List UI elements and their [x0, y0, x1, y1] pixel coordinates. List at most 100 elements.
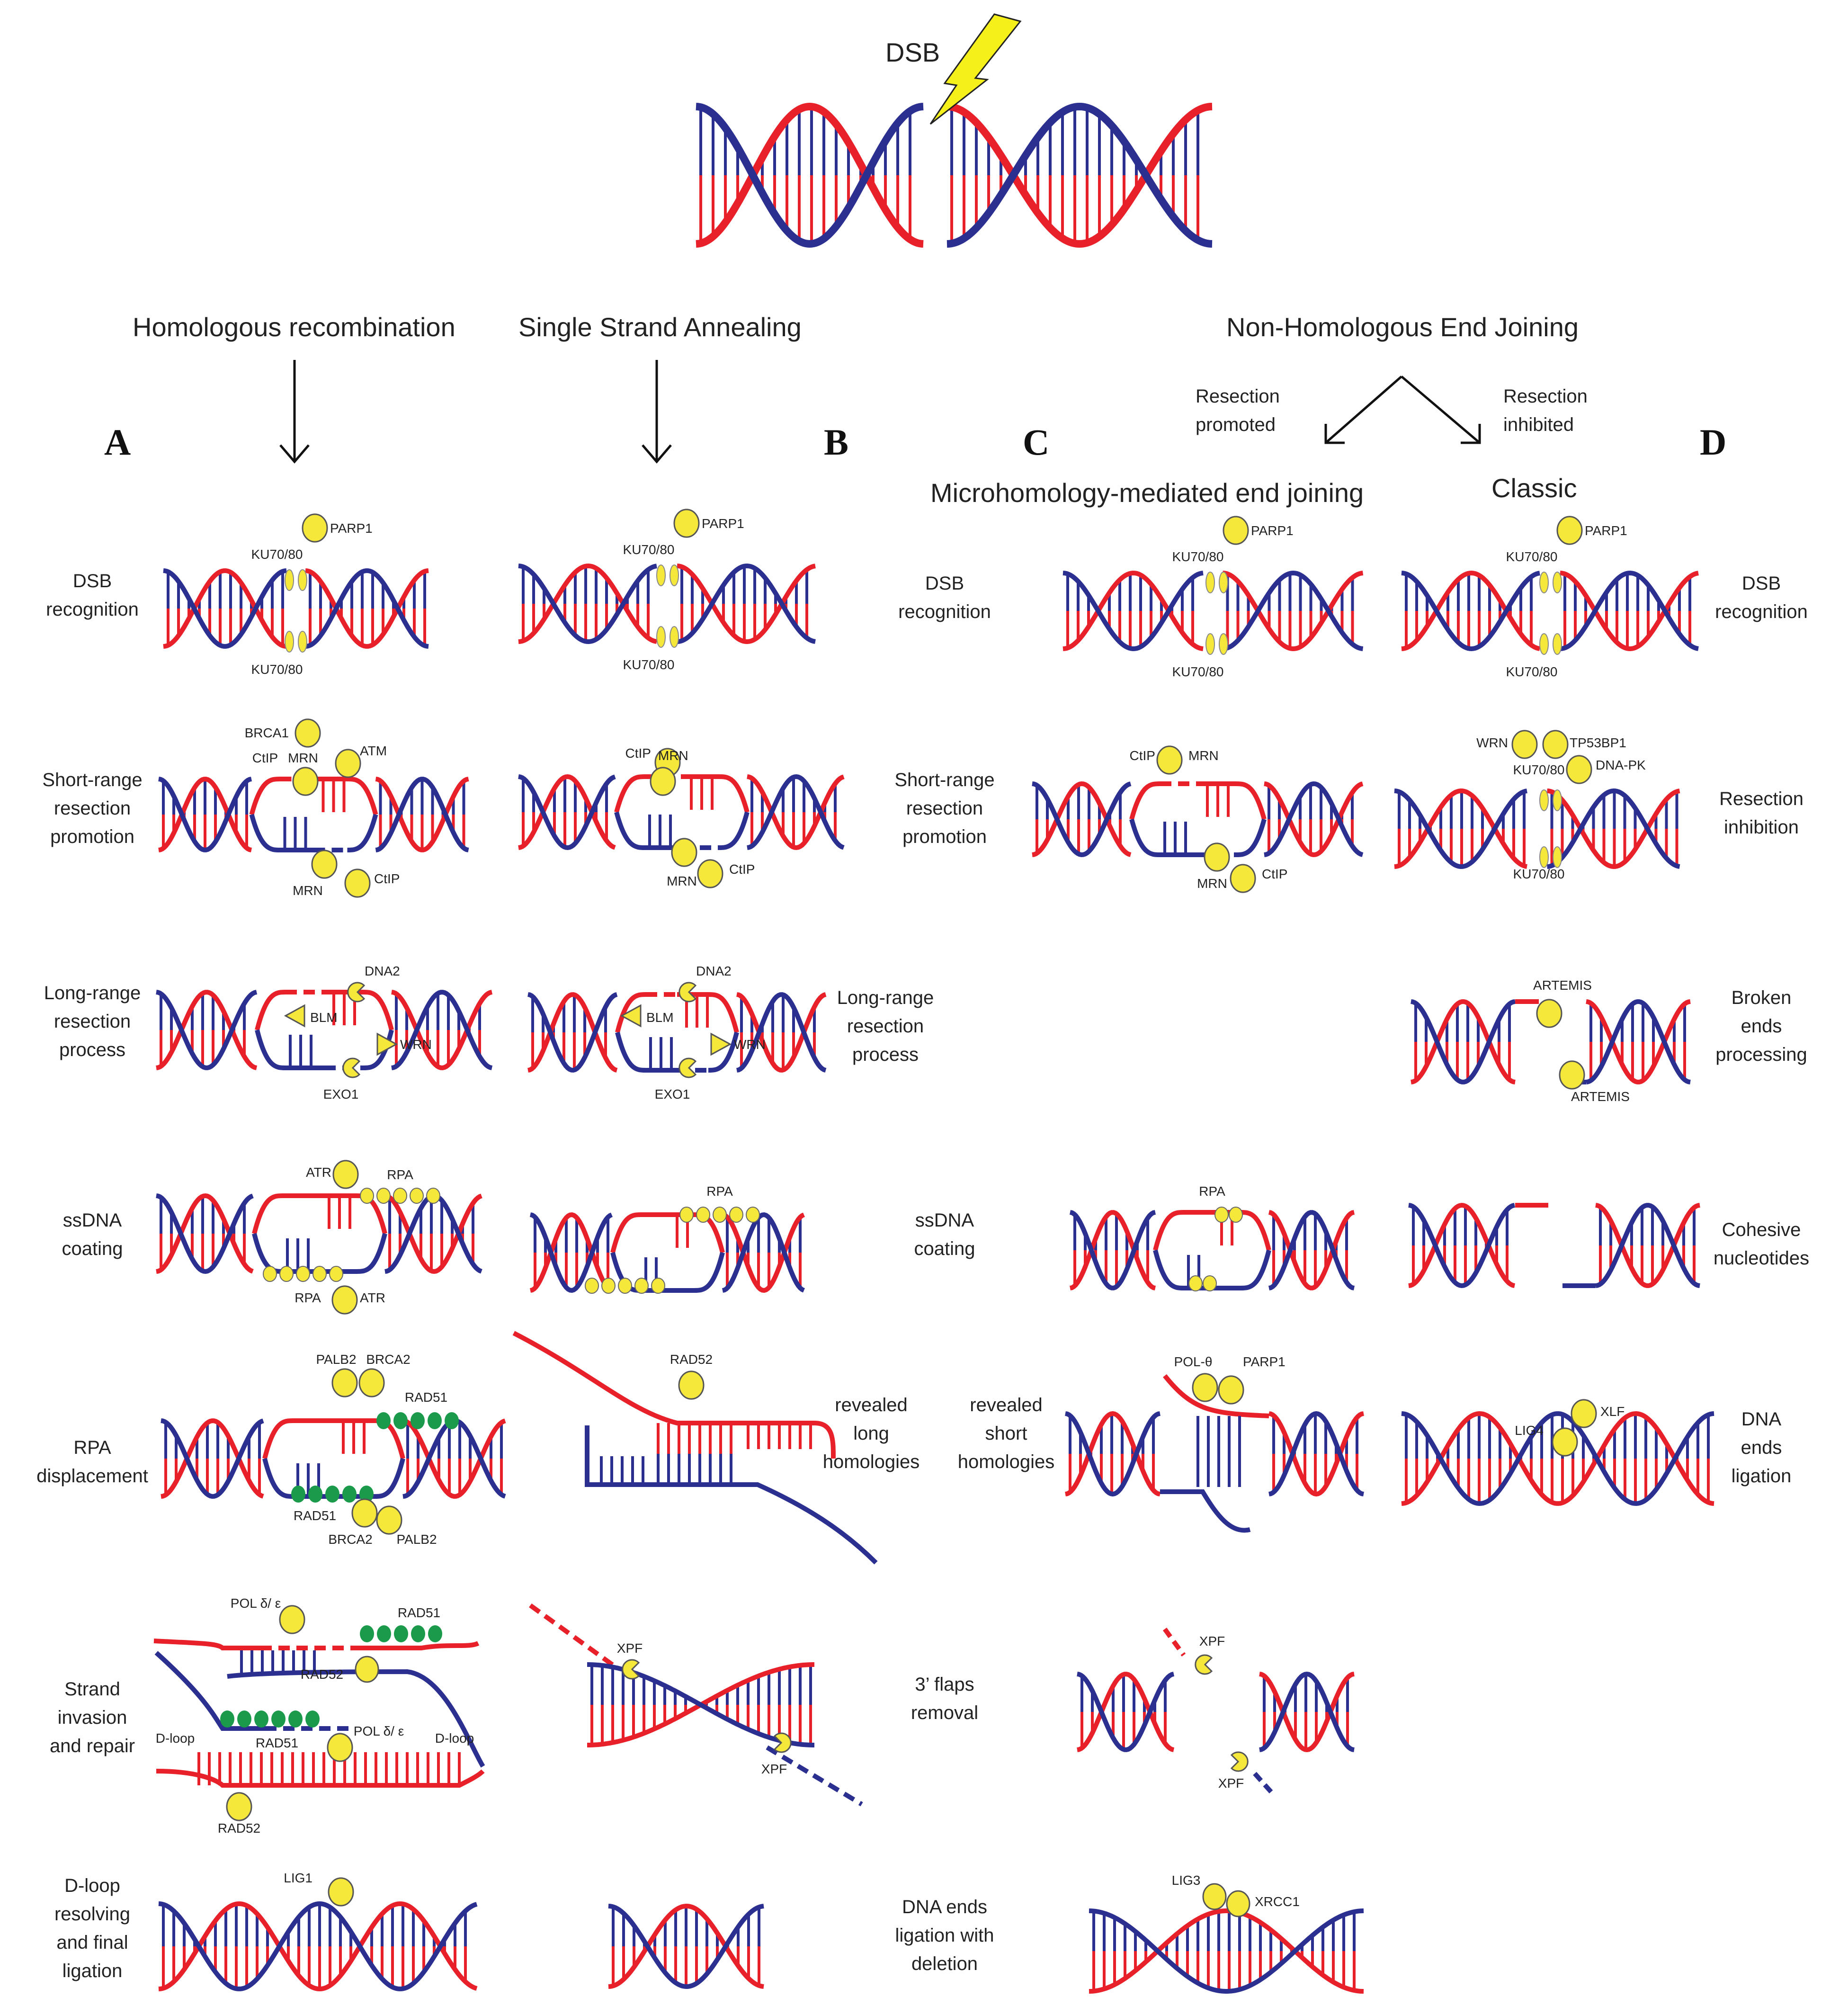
rpa-unit — [696, 1207, 710, 1223]
hr-step-label-1-line: promotion — [50, 826, 134, 847]
hr-atr-top: ATR — [306, 1160, 359, 1189]
classic-tp53bp1-shape — [1542, 730, 1569, 759]
top-strand-right — [1198, 781, 1267, 820]
ku-subunit — [1539, 846, 1549, 868]
panel-letter-b: B — [824, 421, 848, 463]
bottom-strand-right — [694, 1252, 725, 1293]
hr-step-label-6-line: ligation — [62, 1961, 123, 1981]
ssa-step-label-1-line: long — [853, 1423, 889, 1444]
hr-ssdna-coating — [156, 1193, 482, 1274]
dna-strand-blue — [608, 1904, 764, 1989]
dna-strand-red — [375, 777, 469, 852]
hr-blm-label: BLM — [310, 1010, 338, 1025]
dna-strand-blue — [1595, 1203, 1700, 1288]
parp1-shape — [302, 513, 328, 543]
dna-strand-blue — [305, 568, 429, 649]
rpa-unit — [585, 1278, 599, 1294]
hr-exo1-icon-shape — [342, 1057, 361, 1078]
hr-brca2-top-label: BRCA2 — [366, 1352, 410, 1367]
mmej-dsb-recognition — [1062, 570, 1364, 652]
helix-left — [1408, 1202, 1515, 1289]
helix-right — [305, 568, 429, 649]
classic-step-label-2-line: Broken — [1732, 987, 1792, 1008]
dna-strand-red — [156, 1193, 254, 1274]
mmej-rpa-bottom — [1188, 1275, 1217, 1291]
helix-right — [1586, 999, 1691, 1084]
helix-left — [158, 777, 252, 852]
protein-markers: KU70/80KU70/80PARP1KU70/80KU70/80PARP1KU… — [156, 509, 1646, 1917]
hr-inv-rad51-top-label: RAD51 — [398, 1605, 440, 1620]
ssa-step-label-0-line: resection — [847, 1016, 924, 1037]
dna-strand-red — [391, 990, 493, 1070]
dna-strand-red — [1408, 1202, 1515, 1288]
mmej-ctip-shape — [1156, 745, 1183, 775]
ku-subunit — [1205, 633, 1215, 655]
rad51-unit — [308, 1486, 322, 1503]
parp1: PARP1 — [673, 509, 744, 538]
helix-right — [1560, 570, 1699, 652]
rpa-unit — [393, 1188, 407, 1204]
rad51-unit — [291, 1486, 305, 1503]
top-helix-right — [946, 102, 1213, 248]
mmej-xpf-bottom-label: XPF — [1218, 1776, 1244, 1791]
blue-strand — [1160, 1489, 1251, 1533]
dna-strand-blue — [1408, 1203, 1515, 1289]
helix-right — [677, 563, 816, 645]
helix-left — [518, 774, 616, 851]
resection-promoted-label-2: promoted — [1196, 414, 1276, 435]
resection-inhibited-label-1: Resection — [1503, 386, 1588, 407]
mrn-top — [292, 767, 319, 796]
hr-palb2-top-shape — [331, 1368, 358, 1397]
helix-left — [518, 563, 657, 645]
classic-cohesive — [1408, 1202, 1700, 1289]
dna-strand-blue — [375, 777, 469, 852]
classic-lig4-shape — [1552, 1427, 1578, 1457]
rpa-unit — [296, 1266, 310, 1282]
red-strand — [1163, 1374, 1269, 1418]
ssa-ctip-label: CtIP — [625, 746, 651, 761]
dna-strand-red — [305, 568, 429, 649]
dna-strand-blue — [1268, 1411, 1364, 1496]
strand-curve — [249, 777, 280, 815]
dna-strand-blue — [722, 1212, 805, 1293]
dna-strand-red — [1070, 1210, 1156, 1290]
ssa-xpf-top-icon — [622, 1659, 640, 1680]
hr-blm-icon — [284, 1004, 305, 1028]
ku-subunit — [1539, 572, 1549, 593]
dna-strand-red — [1089, 1908, 1364, 1994]
mrn-top-shape — [292, 767, 319, 796]
dna-strand-red — [1062, 570, 1204, 651]
header-mmej: Microhomology-mediated end joining — [930, 478, 1364, 508]
mmej-xpf-top-label: XPF — [1199, 1634, 1225, 1648]
hr-palb2-top: PALB2 — [316, 1352, 358, 1397]
helix-right — [736, 992, 827, 1073]
rpa-unit — [279, 1266, 294, 1282]
dna-strand-blue — [156, 1193, 254, 1274]
hr-step-label-2-line: Long-range — [44, 983, 141, 1003]
mmej-xpf-top-icon — [1195, 1654, 1213, 1675]
hr-inv-rad51-top — [360, 1625, 442, 1642]
mmej-parp1-shape — [1218, 1375, 1244, 1405]
hr-step-label-1-line: Short-range — [42, 770, 142, 790]
mmej-lig3: LIG3 — [1172, 1873, 1227, 1910]
helix-left — [161, 1418, 264, 1499]
strand-curve — [1129, 781, 1161, 820]
ctip-bottom-shape — [344, 869, 371, 898]
ssa-final-helix — [608, 1903, 764, 1989]
header-single-strand-annealing: Single Strand Annealing — [518, 312, 802, 342]
top-strand-right — [313, 777, 378, 815]
ku-subunit — [670, 564, 679, 586]
classic-artemis-top-shape — [1536, 999, 1562, 1028]
red-strand — [512, 1331, 836, 1459]
parp1-shape — [1556, 516, 1583, 545]
header-classic: Classic — [1491, 473, 1577, 503]
bottom-strand-right — [1240, 1249, 1271, 1290]
mmej-mrn-label: MRN — [1188, 748, 1219, 763]
ssa-exo1-icon-shape — [678, 1057, 697, 1078]
ssa-blm-label: BLM — [646, 1010, 674, 1025]
